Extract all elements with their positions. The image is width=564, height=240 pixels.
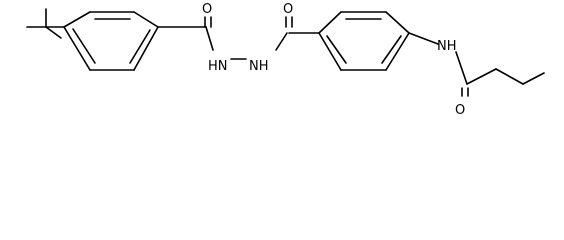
atom-labels: O HN NH O NH O [202,2,465,118]
chain-bond [466,68,497,85]
right-benzene-ring [318,11,410,71]
oxygen-label: O [455,103,465,118]
nh-label: NH [249,59,269,74]
ring-nh-bond [408,32,439,45]
structure-canvas: O HN NH O NH O [26,2,545,118]
tbutyl-methyl-bond [45,26,62,39]
left-benzene-ring [63,11,159,71]
amide-nh-label: NH [437,39,457,54]
bond-lines [26,8,545,97]
nh-carbonyl-bond [455,51,468,85]
hn-label: HN [208,59,228,74]
chain-bond [495,68,524,85]
chain-bond [522,72,545,85]
carbonyl-hn-bond [205,26,214,51]
oxygen-label: O [202,2,212,17]
nh-carbonyl-bond [275,32,288,51]
oxygen-label: O [283,2,293,17]
molecule-structure: O HN NH O NH O [26,2,545,118]
